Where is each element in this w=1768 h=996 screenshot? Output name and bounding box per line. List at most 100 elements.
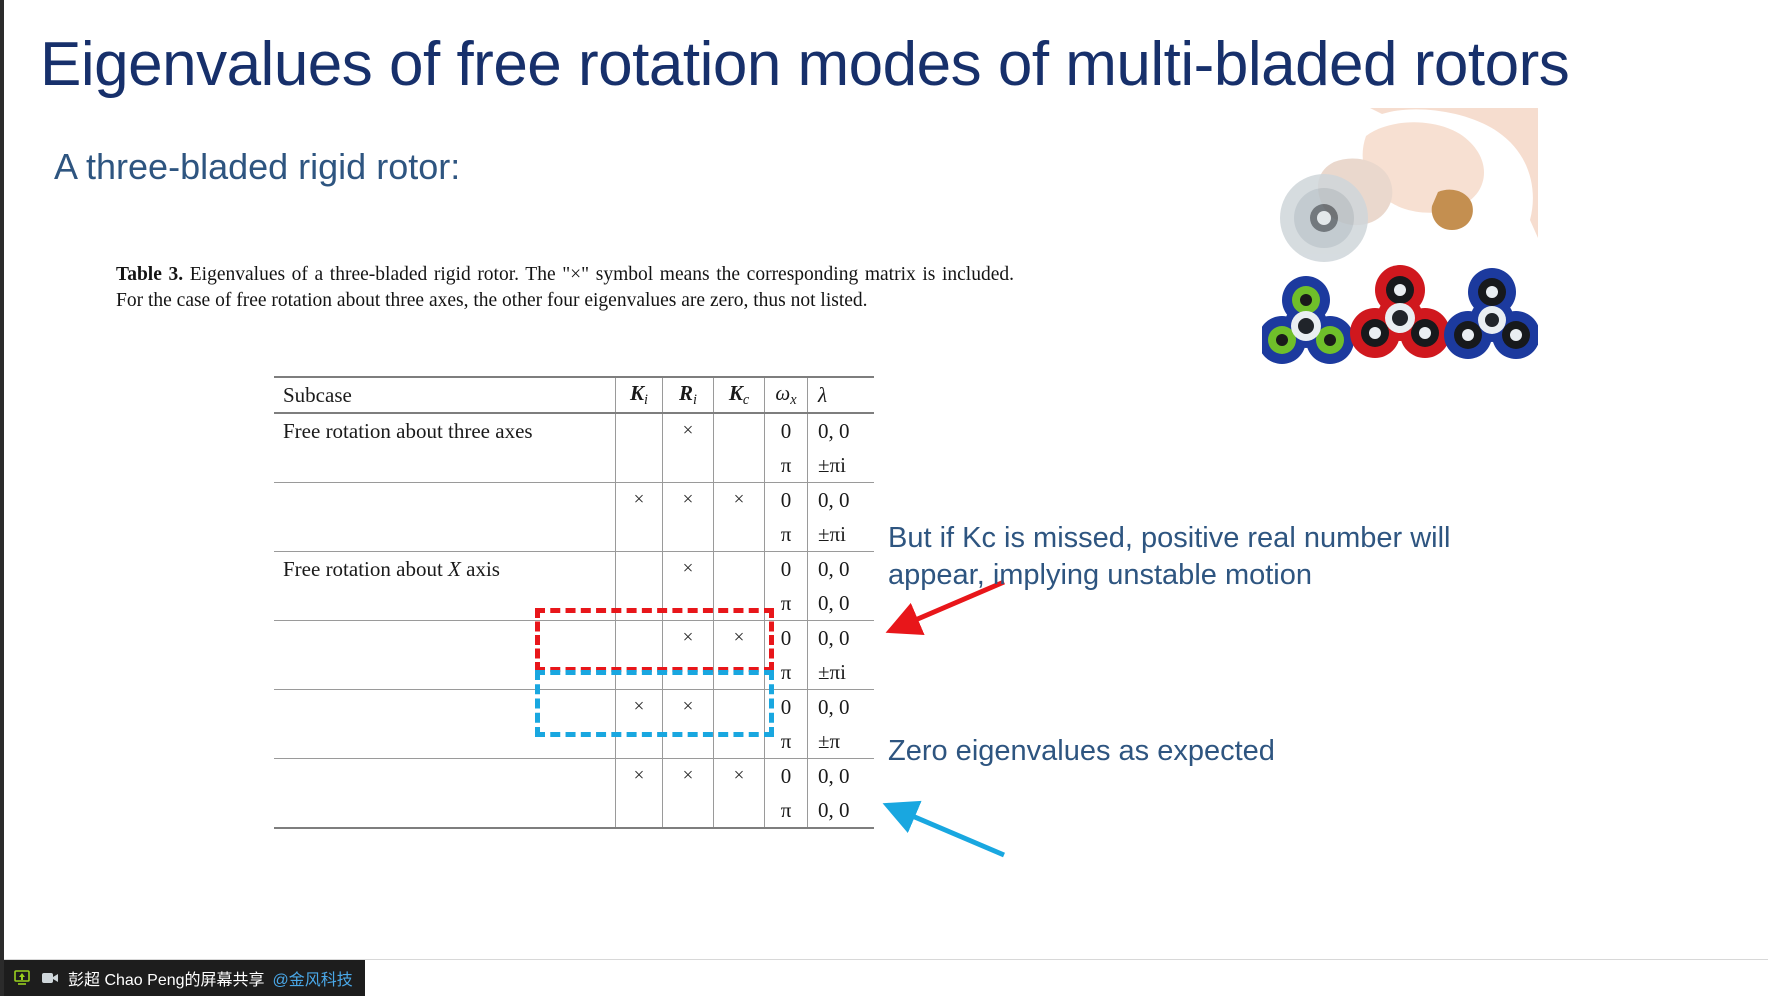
cell-ri — [662, 724, 714, 759]
cell-subcase — [274, 482, 616, 517]
table-row: π±π — [274, 724, 874, 759]
cell-ri — [662, 655, 714, 690]
rule-cell — [807, 827, 874, 863]
camera-icon[interactable] — [40, 968, 60, 988]
annotation-blue-text: Zero eigenvalues as expected — [888, 735, 1275, 767]
cell-subcase — [274, 620, 616, 655]
cell-kc: × — [713, 482, 765, 517]
cell-ri — [662, 448, 714, 483]
cell-subcase — [274, 724, 616, 759]
annotation-red-text: But if Kc is missed, positive real numbe… — [888, 522, 1451, 592]
cell-ri — [662, 586, 714, 621]
cell-kc — [713, 586, 765, 621]
cell-kc — [713, 689, 765, 724]
cell-kc — [713, 655, 765, 690]
cell-omega-x: π — [764, 586, 808, 621]
cell-ki — [615, 620, 663, 655]
cell-ri: × — [662, 689, 714, 724]
cell-kc — [713, 448, 765, 483]
cell-ki — [615, 586, 663, 621]
blurred-spinner — [1280, 174, 1368, 262]
col-header-omega-x: ωx — [764, 376, 808, 413]
cell-subcase: Free rotation about three axes — [274, 412, 616, 448]
cell-ri — [662, 793, 714, 828]
eigenvalue-table-wrapper: Subcase Ki Ri Kc ωx λ Free rotation abou… — [274, 376, 874, 863]
cell-lambda: 0, 0 — [807, 482, 874, 517]
cell-ki — [615, 448, 663, 483]
cell-ki: × — [615, 689, 663, 724]
cell-omega-x: 0 — [764, 620, 808, 655]
cell-kc — [713, 412, 765, 448]
table-head: Subcase Ki Ri Kc ωx λ — [274, 376, 874, 413]
cell-omega-x: π — [764, 448, 808, 483]
fidget-spinner-photo — [1258, 108, 1540, 398]
cell-subcase — [274, 689, 616, 724]
cell-lambda: 0, 0 — [807, 412, 874, 448]
cell-kc — [713, 517, 765, 552]
cell-lambda: 0, 0 — [807, 551, 874, 586]
screen-share-icon[interactable] — [12, 968, 32, 988]
cell-subcase: Free rotation about X axis — [274, 551, 616, 586]
table-caption-block: Table 3. Eigenvalues of a three-bladed r… — [116, 262, 1016, 314]
cell-lambda: 0, 0 — [807, 689, 874, 724]
cell-omega-x: 0 — [764, 482, 808, 517]
cell-ki — [615, 517, 663, 552]
col-header-ri: Ri — [662, 376, 714, 413]
cell-lambda: ±πi — [807, 517, 874, 552]
col-header-ki: Ki — [615, 376, 663, 413]
cell-kc — [713, 551, 765, 586]
spinner-green — [1258, 276, 1354, 364]
cell-lambda: ±π — [807, 724, 874, 759]
cell-lambda: 0, 0 — [807, 758, 874, 793]
rule-cell — [764, 827, 808, 863]
cell-ki — [615, 551, 663, 586]
table-row: π±πi — [274, 448, 874, 483]
cell-ri: × — [662, 482, 714, 517]
spinner-red — [1350, 265, 1450, 358]
cell-lambda: ±πi — [807, 448, 874, 483]
cell-ri: × — [662, 412, 714, 448]
cell-lambda: 0, 0 — [807, 586, 874, 621]
cell-subcase — [274, 793, 616, 828]
spinner-illustration — [1258, 108, 1540, 364]
page-title: Eigenvalues of free rotation modes of mu… — [40, 30, 1570, 99]
table-caption: Table 3. Eigenvalues of a three-bladed r… — [116, 262, 1014, 314]
cell-ki: × — [615, 758, 663, 793]
screen-share-indicator[interactable]: 彭超 Chao Peng的屏幕共享 @金风科技 — [4, 960, 365, 996]
table-caption-text: Eigenvalues of a three-bladed rigid roto… — [116, 264, 1015, 311]
eigenvalue-table: Subcase Ki Ri Kc ωx λ Free rotation abou… — [274, 376, 874, 863]
cell-ri: × — [662, 758, 714, 793]
cell-subcase — [274, 655, 616, 690]
cell-omega-x: π — [764, 793, 808, 828]
cell-lambda: 0, 0 — [807, 793, 874, 828]
table-caption-label: Table 3. — [116, 264, 184, 285]
cell-omega-x: 0 — [764, 412, 808, 448]
rule-cell — [274, 827, 616, 863]
share-owner-text: 彭超 Chao Peng的屏幕共享 — [68, 972, 265, 989]
cell-omega-x: π — [764, 655, 808, 690]
cell-lambda: ±πi — [807, 655, 874, 690]
cell-ri — [662, 517, 714, 552]
cell-subcase — [274, 517, 616, 552]
cell-ki — [615, 412, 663, 448]
cell-ri: × — [662, 551, 714, 586]
cell-kc: × — [713, 620, 765, 655]
slide-subtitle: A three-bladed rigid rotor: — [54, 146, 461, 187]
spinner-blue — [1444, 268, 1540, 359]
cell-ri: × — [662, 620, 714, 655]
cell-subcase — [274, 448, 616, 483]
cell-omega-x: 0 — [764, 758, 808, 793]
cell-lambda: 0, 0 — [807, 620, 874, 655]
taskbar: 彭超 Chao Peng的屏幕共享 @金风科技 — [4, 959, 1768, 996]
table-row: π±πi — [274, 655, 874, 690]
cell-kc — [713, 793, 765, 828]
